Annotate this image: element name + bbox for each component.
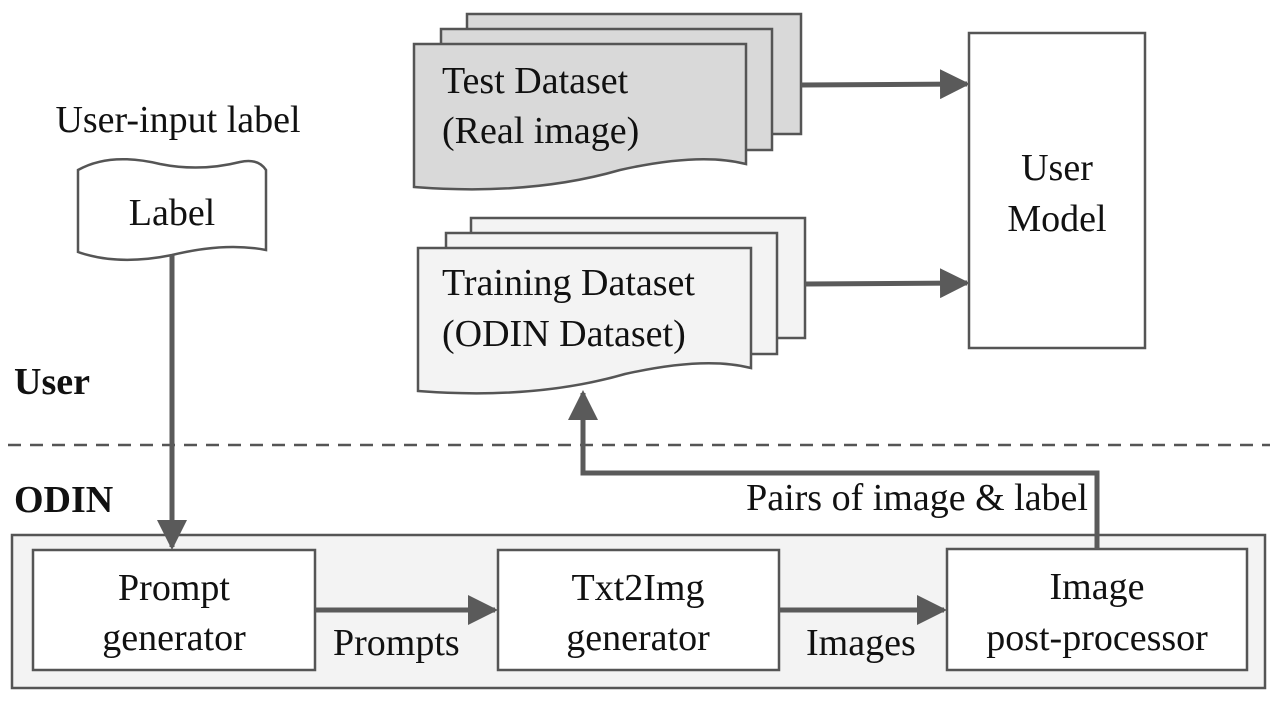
zone-label-odin: ODIN xyxy=(14,479,113,521)
image-post-processor-line2: post-processor xyxy=(986,617,1208,659)
prompt-generator-line2: generator xyxy=(102,617,246,659)
zone-label-user: User xyxy=(14,361,90,403)
test-dataset-line2: (Real image) xyxy=(442,110,639,152)
training-dataset-line2: (ODIN Dataset) xyxy=(442,313,686,355)
label-document-text: Label xyxy=(129,192,216,234)
training-dataset-sheet-front xyxy=(416,246,753,395)
edge-test-dataset-to-user-model xyxy=(800,69,970,100)
user-model-line1: User xyxy=(1021,147,1093,189)
edge-label-images: Images xyxy=(806,622,916,664)
prompt-generator-line1: Prompt xyxy=(118,567,230,609)
label-document-shape xyxy=(76,157,268,262)
edge-label-prompts: Prompts xyxy=(333,622,460,664)
training-dataset-stack: Training Dataset (ODIN Dataset) xyxy=(416,216,807,395)
image-post-processor-box xyxy=(945,547,1249,672)
user-model-box xyxy=(967,31,1147,350)
test-dataset-stack: Test Dataset (Real image) xyxy=(412,12,803,191)
test-dataset-line1: Test Dataset xyxy=(442,60,629,102)
training-dataset-line1: Training Dataset xyxy=(442,262,695,304)
edge-label-pairs: Pairs of image & label xyxy=(746,477,1088,519)
edge-training-dataset-to-user-model xyxy=(804,268,970,299)
txt2img-generator-line2: generator xyxy=(566,617,710,659)
user-model-line2: Model xyxy=(1007,198,1106,240)
image-post-processor-line1: Image xyxy=(1050,566,1145,608)
user-input-caption: User-input label xyxy=(55,99,300,141)
test-dataset-sheet-front xyxy=(412,42,748,191)
txt2img-generator-line1: Txt2Img xyxy=(572,567,705,609)
edge-post-processor-to-training-dataset xyxy=(568,390,1100,549)
